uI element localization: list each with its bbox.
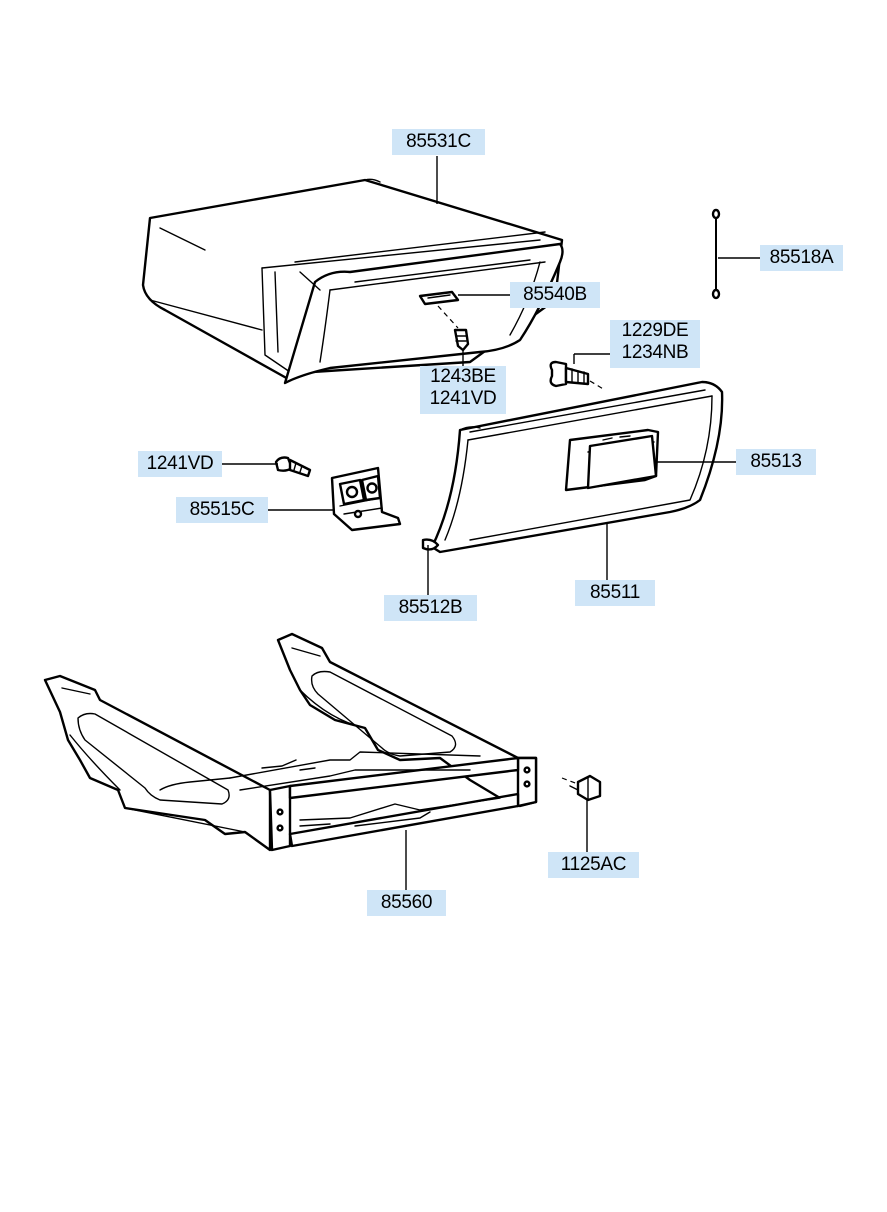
stopper-bolt-drawing [549, 360, 606, 391]
part-label-85512b: 85512B [384, 595, 477, 621]
part-label-85560: 85560 [367, 890, 446, 916]
part-label-85540b: 85540B [510, 282, 600, 308]
part-label-1125ac: 1125AC [548, 852, 639, 878]
hinge-bracket-drawing [330, 466, 402, 532]
part-label-85531c: 85531C [392, 129, 485, 155]
bracket-bolt-drawing [561, 774, 602, 802]
part-label-1243be-1241vd: 1243BE 1241VD [420, 366, 506, 414]
damper-rod-drawing [711, 208, 721, 300]
part-label-85511: 85511 [575, 580, 655, 606]
hinge-screw-drawing [274, 456, 312, 478]
lid-bumper-drawing [421, 538, 440, 551]
housing-screw-drawing [437, 305, 470, 352]
mounting-bracket-drawing [43, 632, 538, 852]
part-label-85518a: 85518A [760, 245, 843, 271]
part-label-85515c: 85515C [176, 497, 268, 523]
glove-box-housing-drawing [141, 178, 564, 385]
glove-box-lid-drawing [430, 380, 724, 554]
part-label-1229de-1234nb: 1229DE 1234NB [610, 320, 700, 368]
part-label-1241vd: 1241VD [138, 451, 222, 477]
part-label-85513: 85513 [736, 449, 816, 475]
lock-striker-drawing [418, 290, 460, 306]
leader-lines [222, 156, 760, 890]
